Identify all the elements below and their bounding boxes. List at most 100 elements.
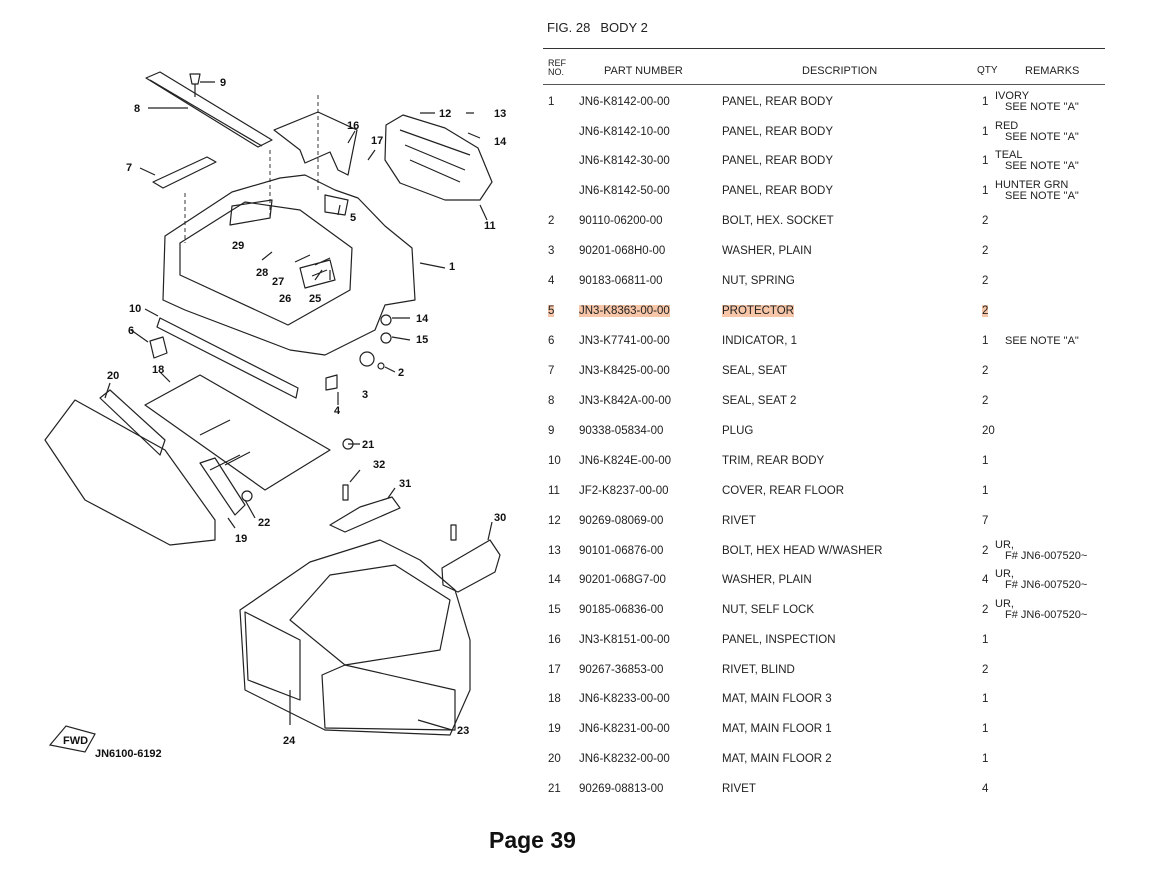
seat-outline-shape <box>44 399 216 546</box>
row-description: PLUG <box>722 425 754 437</box>
row-ref: 11 <box>548 485 560 497</box>
row-remarks: UR,F# JN6-007520~ <box>995 539 1088 562</box>
callout-14-side: 14 <box>416 313 429 325</box>
row-ref: 8 <box>548 395 555 407</box>
row-ref: 14 <box>548 574 561 586</box>
cover-31-shape <box>329 496 401 533</box>
callout-24: 24 <box>283 735 296 747</box>
row-qty: 2 <box>982 275 989 287</box>
row-part-number: JN3-K842A-00-00 <box>579 395 672 407</box>
row-part-number: 90269-08069-00 <box>579 515 664 527</box>
row-part-number: JN6-K8232-00-00 <box>579 753 670 765</box>
callout-11: 11 <box>484 220 496 232</box>
row-part-number: 90267-36853-00 <box>579 664 664 676</box>
row-ref: 10 <box>548 455 561 467</box>
callout-10: 10 <box>129 303 141 315</box>
row-part-number: 90201-068G7-00 <box>579 574 666 586</box>
trim-shape <box>156 317 299 399</box>
row-ref: 6 <box>548 335 555 347</box>
row-part-number: JN3-K8425-00-00 <box>579 365 670 377</box>
callout-15: 15 <box>416 334 428 346</box>
row-part-number: 90201-068H0-00 <box>579 245 666 257</box>
page-number: Page 39 <box>489 827 576 853</box>
row-part-number: 90110-06200-00 <box>579 215 663 227</box>
row-description: PROTECTOR <box>722 305 794 317</box>
rear-body-panel-shape <box>162 174 416 356</box>
header-qty: QTY <box>977 65 998 76</box>
callout-9: 9 <box>220 77 226 89</box>
row-qty: 2 <box>982 604 989 616</box>
row-qty: 1 <box>982 335 989 347</box>
row-qty: 1 <box>982 455 989 467</box>
row-qty: 1 <box>982 126 989 138</box>
row-part-number: JN6-K8233-00-00 <box>579 693 670 705</box>
table-header-rule <box>543 84 1105 85</box>
row-qty: 2 <box>982 305 989 317</box>
row-part-number: 90269-08813-00 <box>579 783 664 795</box>
callout-14-top: 14 <box>494 136 507 148</box>
fwd-label: FWD <box>63 735 88 747</box>
callout-17: 17 <box>371 135 383 147</box>
row-description: MAT, MAIN FLOOR 1 <box>722 723 832 735</box>
callout-2: 2 <box>398 367 404 379</box>
row-description: SEAL, SEAT <box>722 365 787 377</box>
row-ref: 9 <box>548 425 555 437</box>
callout-26: 26 <box>279 293 291 305</box>
callout-8: 8 <box>134 103 140 115</box>
seal-seat-2-shape <box>145 71 273 148</box>
row-part-number: JF2-K8237-00-00 <box>579 485 669 497</box>
callout-21: 21 <box>362 439 374 451</box>
row-ref: 17 <box>548 664 561 676</box>
callout-3: 3 <box>362 389 368 401</box>
header-ref-no: REF NO. <box>548 58 566 77</box>
row-ref: 1 <box>548 96 555 108</box>
row-ref: 18 <box>548 693 561 705</box>
diagram-svg: FWD JN6100-6192 1 2 3 4 5 6 7 8 9 10 11 … <box>44 71 507 760</box>
row-qty: 1 <box>982 634 989 646</box>
row-qty: 2 <box>982 245 989 257</box>
header-description: DESCRIPTION <box>802 65 878 77</box>
callout-32: 32 <box>373 459 385 471</box>
row-description: RIVET <box>722 515 756 527</box>
row-qty: 1 <box>982 485 989 497</box>
callout-23: 23 <box>457 725 469 737</box>
row-qty: 1 <box>982 155 989 167</box>
row-qty: 2 <box>982 215 989 227</box>
row-part-number: 90185-06836-00 <box>579 604 664 616</box>
callout-4: 4 <box>334 405 341 417</box>
row-qty: 2 <box>982 395 989 407</box>
row-description: WASHER, PLAIN <box>722 574 812 586</box>
cover-30-shape <box>441 539 501 593</box>
mat-main-floor-1-shape <box>199 457 246 516</box>
row-qty: 4 <box>982 783 989 795</box>
callout-18: 18 <box>152 364 164 376</box>
callout-7: 7 <box>126 162 132 174</box>
row-ref: 12 <box>548 515 561 527</box>
callout-31: 31 <box>399 478 411 490</box>
exploded-parts-diagram: FWD JN6100-6192 1 2 3 4 5 6 7 8 9 10 11 … <box>0 0 530 800</box>
row-qty: 1 <box>982 693 989 705</box>
callout-22: 22 <box>258 517 270 529</box>
mat-24-shape <box>244 611 301 701</box>
row-qty: 20 <box>982 425 995 437</box>
row-description: NUT, SELF LOCK <box>722 604 815 616</box>
row-part-number: JN3-K8363-00-00 <box>579 305 670 317</box>
header-part-number: PART NUMBER <box>604 65 683 77</box>
row-description: TRIM, REAR BODY <box>722 455 825 467</box>
row-description: PANEL, REAR BODY <box>722 155 833 167</box>
header-remarks: REMARKS <box>1025 65 1080 77</box>
row-part-number: JN6-K824E-00-00 <box>579 455 672 467</box>
callout-20: 20 <box>107 370 119 382</box>
